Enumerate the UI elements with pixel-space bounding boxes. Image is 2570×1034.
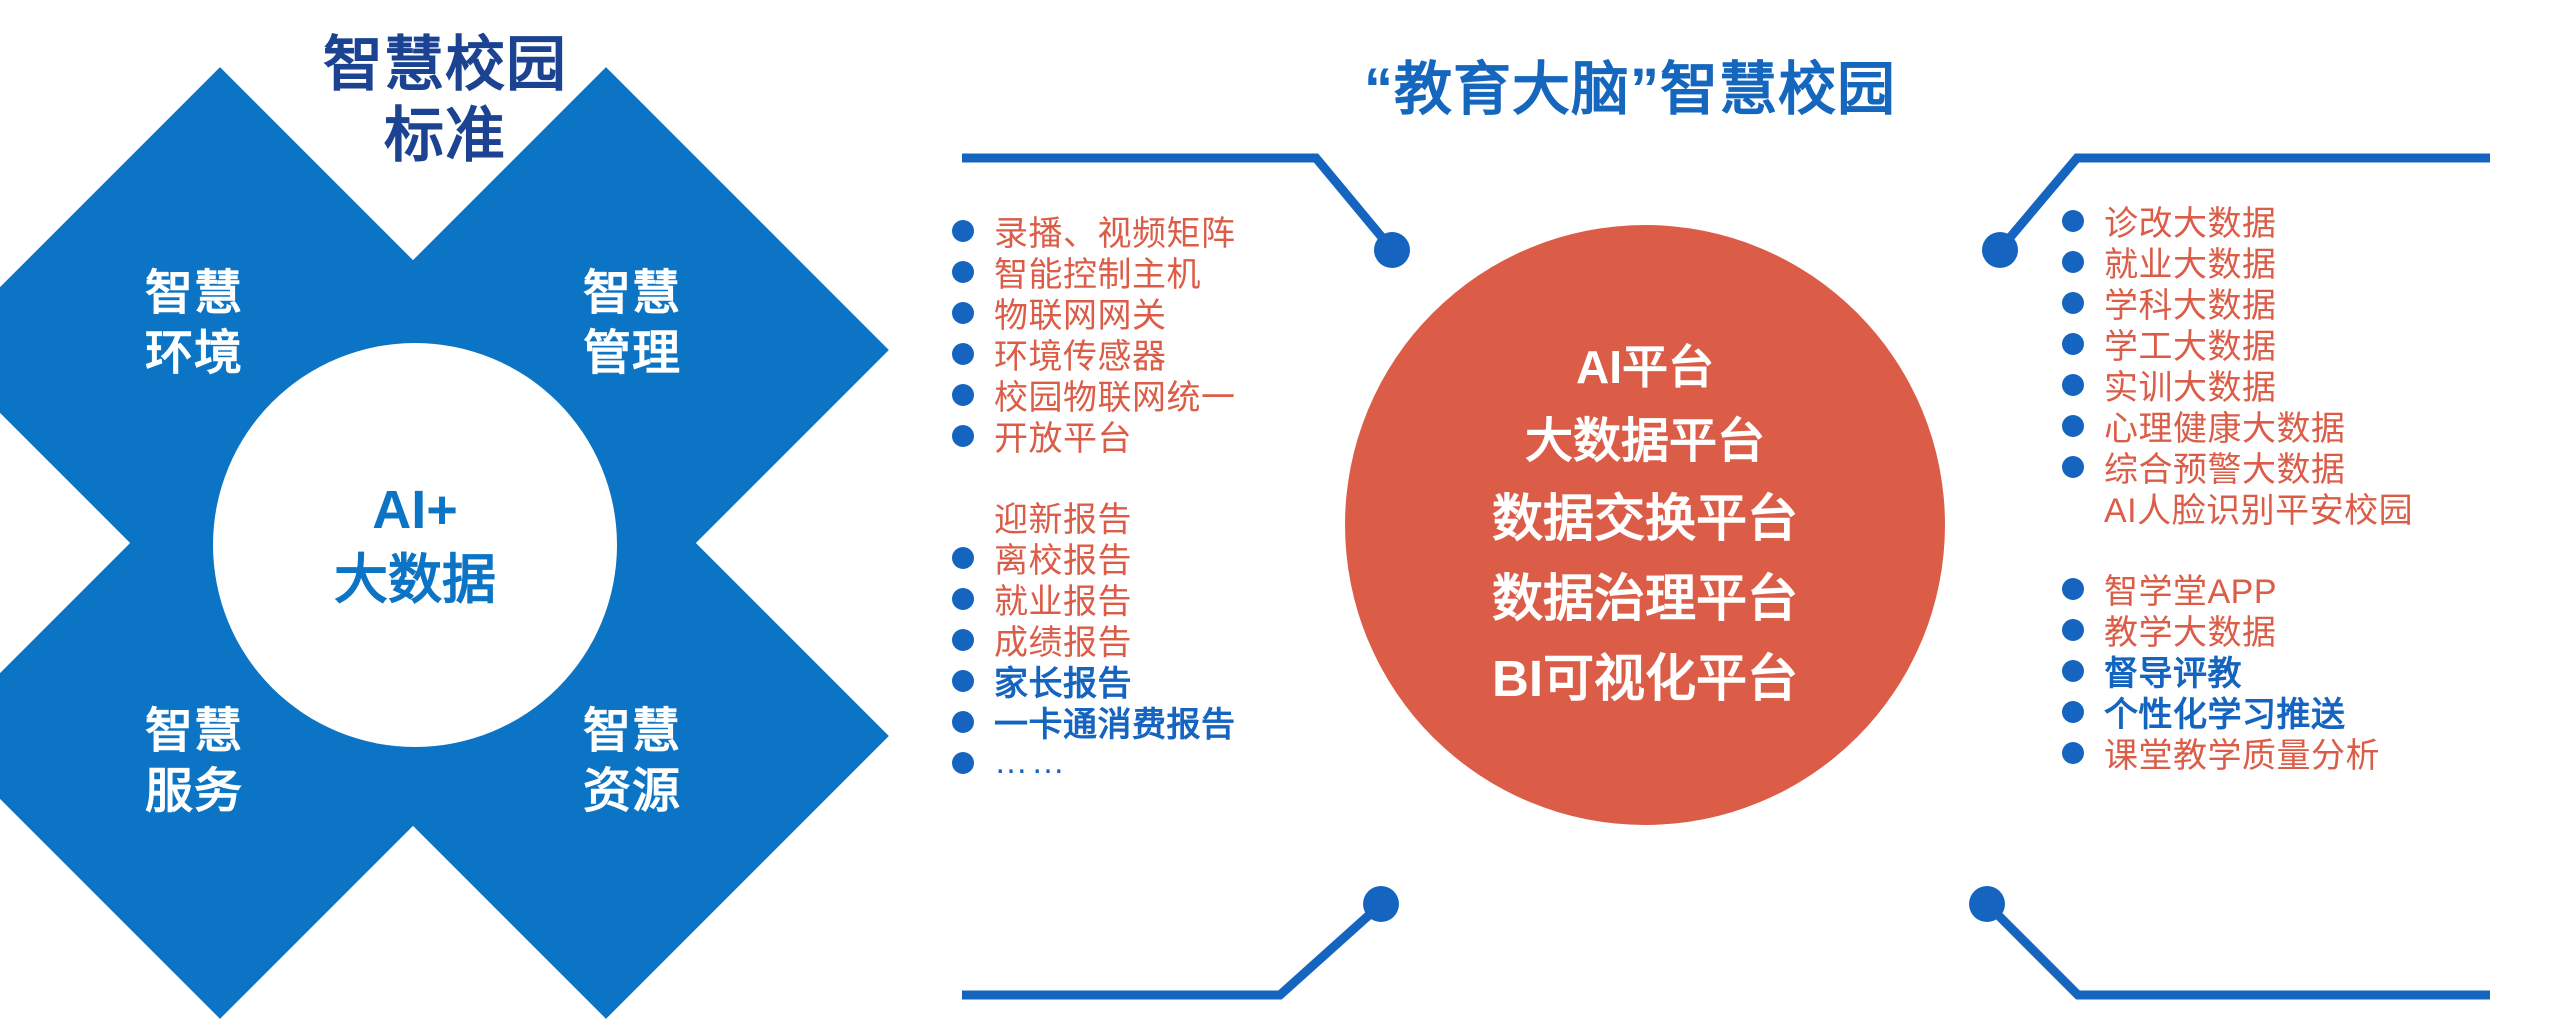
bullet-dot-icon [952, 669, 974, 692]
list-item-label: 迎新报告 [994, 501, 1132, 539]
diamond-label-smart-service: 智慧 服务 [144, 704, 244, 818]
list-item[interactable]: 家长报告 [952, 660, 1352, 703]
bullet-dot-icon [2062, 577, 2084, 600]
list-item[interactable]: 录播、视频矩阵 [952, 210, 1352, 253]
bullet-dot-icon [2062, 659, 2084, 682]
list-item[interactable]: 心理健康大数据 [2062, 405, 2532, 448]
middle-bullet-group-iot: 录播、视频矩阵 智能控制主机 物联网网关 环境传感器 校园物联网统一 开放平台 [952, 210, 1352, 458]
list-item-label: 校园物联网统一 [994, 379, 1236, 417]
list-item-label: 离校报告 [994, 542, 1132, 580]
bullet-dot-icon [952, 424, 974, 447]
bullet-dot-icon [952, 342, 974, 365]
list-item-label: 就业报告 [994, 583, 1132, 621]
list-item[interactable]: 学工大数据 [2062, 323, 2532, 366]
bullet-dot-icon [952, 751, 974, 774]
core-circle-label: AI+ 大数据 [334, 479, 496, 610]
list-item[interactable]: 就业报告 [952, 578, 1352, 621]
list-item[interactable]: 就业大数据 [2062, 241, 2532, 284]
connector-right-bottom [1969, 886, 2490, 1000]
list-item-label: AI人脸识别平安校园 [2104, 492, 2414, 530]
list-item-label: 诊改大数据 [2104, 205, 2277, 243]
right-bullet-group-bigdata: 诊改大数据 就业大数据 学科大数据 学工大数据 实训大数据 心理健康大数据 [2062, 200, 2532, 530]
diamond-label-smart-environment: 智慧 环境 [144, 266, 244, 380]
right-section-title: “教育大脑”智慧校园 [1363, 57, 1896, 122]
bullet-dot-icon [2062, 373, 2084, 396]
left-section-title: 智慧校园 标准 [323, 31, 567, 169]
list-item-label: 就业大数据 [2104, 246, 2277, 284]
right-bullet-group-teaching: 智学堂APP 教学大数据 督导评教 个性化学习推送 课堂教学质量分析 [2062, 568, 2532, 775]
bullet-dot-icon [952, 301, 974, 324]
bullet-dot-icon [2062, 455, 2084, 478]
bullet-dot-icon [952, 219, 974, 242]
list-item-label: 学工大数据 [2104, 328, 2277, 366]
list-item[interactable]: 督导评教 [2062, 650, 2532, 693]
list-item[interactable]: 环境传感器 [952, 333, 1352, 376]
list-item-label: 督导评教 [2104, 655, 2242, 693]
list-item-label: 成绩报告 [994, 624, 1132, 662]
list-item-label: 心理健康大数据 [2104, 410, 2346, 448]
list-item-label: 智能控制主机 [994, 256, 1201, 294]
bullet-dot-icon [2062, 332, 2084, 355]
platform-item-bigdata: 大数据平台 [1524, 414, 1765, 468]
list-item[interactable]: 迎新报告 [952, 496, 1352, 539]
list-item-label: 教学大数据 [2104, 614, 2277, 652]
bullet-dot-icon [952, 383, 974, 406]
list-item[interactable]: 物联网网关 [952, 292, 1352, 335]
list-item[interactable]: 学科大数据 [2062, 282, 2532, 325]
bullet-dot-icon [2062, 291, 2084, 314]
list-item[interactable]: 离校报告 [952, 537, 1352, 580]
list-item-label: 智学堂APP [2104, 573, 2278, 611]
list-item-label: 环境传感器 [994, 338, 1167, 376]
smart-campus-standard-cluster: 智慧 环境 智慧 管理 智慧 服务 智慧 资源 AI+ 大数据 [0, 67, 889, 1019]
list-item[interactable]: 开放平台 [952, 415, 1352, 458]
list-item[interactable]: 课堂教学质量分析 [2062, 732, 2532, 775]
list-item-label: 开放平台 [994, 420, 1132, 458]
list-item-label: 一卡通消费报告 [994, 706, 1236, 744]
bullet-dot-icon [2062, 741, 2084, 764]
list-item-label: 录播、视频矩阵 [994, 215, 1236, 253]
list-item[interactable]: 智学堂APP [2062, 568, 2532, 611]
list-item-label: 实训大数据 [2104, 369, 2277, 407]
platform-item-bi-visualization: BI可视化平台 [1491, 650, 1798, 708]
right-bullet-column: 诊改大数据 就业大数据 学科大数据 学工大数据 实训大数据 心理健康大数据 [2062, 200, 2532, 775]
diamond-label-smart-management: 智慧 管理 [582, 266, 682, 380]
list-item[interactable]: 综合预警大数据 [2062, 446, 2532, 489]
platform-item-ai: AI平台 [1576, 340, 1714, 393]
list-item-label: 个性化学习推送 [2104, 696, 2346, 734]
list-item[interactable]: AI人脸识别平安校园 [2062, 487, 2532, 530]
bullet-dot-icon [2062, 618, 2084, 641]
list-item-label: 物联网网关 [994, 297, 1167, 335]
bullet-dot-icon [2062, 700, 2084, 723]
list-item[interactable]: 实训大数据 [2062, 364, 2532, 407]
list-item-label: …… [994, 743, 1068, 781]
platform-item-data-exchange: 数据交换平台 [1491, 490, 1798, 548]
list-item[interactable]: …… [952, 742, 1352, 783]
list-item[interactable]: 个性化学习推送 [2062, 691, 2532, 734]
list-item[interactable]: 诊改大数据 [2062, 200, 2532, 243]
diamond-label-smart-resource: 智慧 资源 [582, 704, 682, 818]
list-item-label: 家长报告 [994, 665, 1132, 703]
list-item[interactable]: 成绩报告 [952, 619, 1352, 662]
bullet-dot-icon [952, 587, 974, 610]
middle-bullet-column: 录播、视频矩阵 智能控制主机 物联网网关 环境传感器 校园物联网统一 开放平台 [952, 210, 1352, 783]
list-item[interactable]: 一卡通消费报告 [952, 701, 1352, 744]
list-item[interactable]: 智能控制主机 [952, 251, 1352, 294]
core-circle-ai-bigdata: AI+ 大数据 [213, 343, 617, 747]
list-item[interactable]: 教学大数据 [2062, 609, 2532, 652]
education-brain-core-circle[interactable]: AI平台 大数据平台 数据交换平台 数据治理平台 BI可视化平台 [1345, 225, 1945, 825]
bullet-dot-icon [2062, 414, 2084, 437]
bullet-dot-icon [952, 710, 974, 733]
bullet-dot-icon [952, 628, 974, 651]
list-item[interactable]: 校园物联网统一 [952, 374, 1352, 417]
bullet-dot-icon [2062, 209, 2084, 232]
list-item-label: 综合预警大数据 [2104, 451, 2346, 489]
platform-item-data-governance: 数据治理平台 [1491, 570, 1798, 628]
middle-bullet-group-reports: 迎新报告 离校报告 就业报告 成绩报告 家长报告 一卡通消费报告 [952, 496, 1352, 783]
bullet-dot-icon [952, 546, 974, 569]
connector-middle-bottom [962, 886, 1399, 1000]
bullet-dot-icon [952, 260, 974, 283]
bullet-dot-icon [2062, 250, 2084, 273]
list-item-label: 课堂教学质量分析 [2104, 737, 2380, 775]
list-item-label: 学科大数据 [2104, 287, 2277, 325]
